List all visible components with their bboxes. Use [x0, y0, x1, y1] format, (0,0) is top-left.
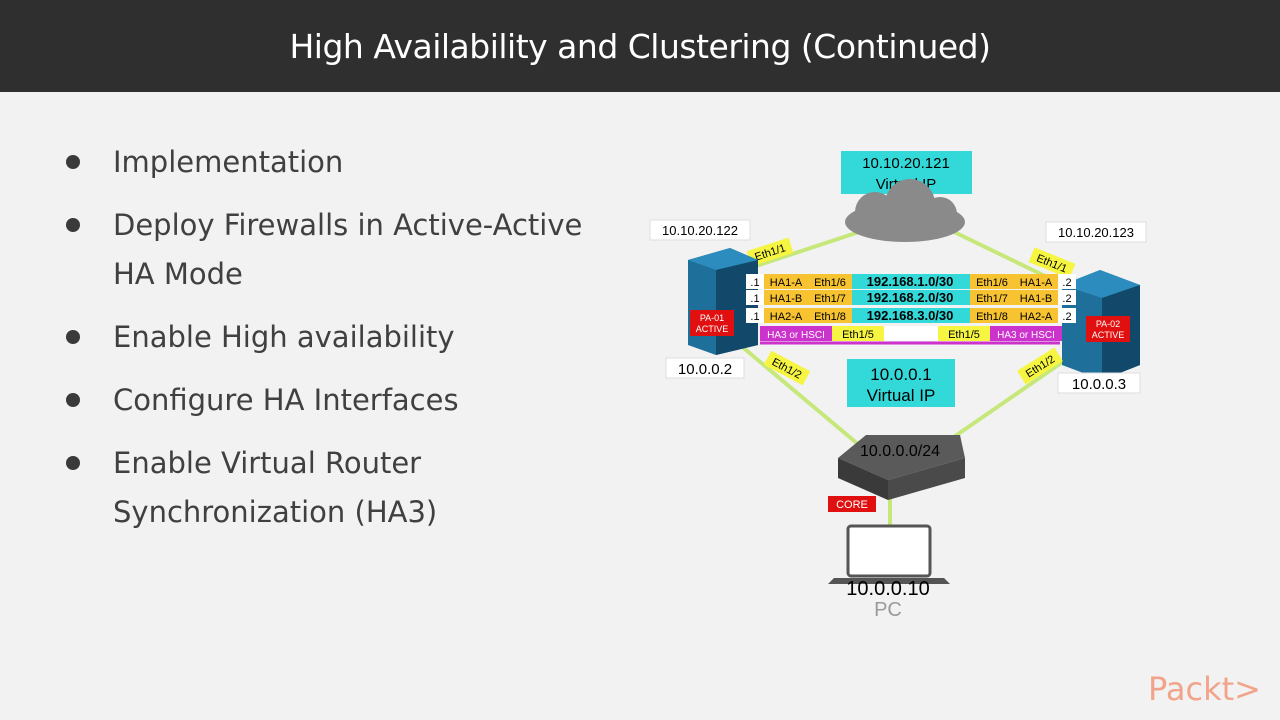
core-label: CORE — [836, 499, 868, 511]
fw1-inside-box — [665, 357, 745, 379]
ha-link-row: .1 HA2-A Eth1/8 192.168.3.0/30 Eth1/8 HA… — [746, 308, 1076, 323]
ha-left-eth: Eth1/7 — [814, 293, 846, 305]
ha-network-diagram: 10.10.20.121 Virtual IP 10.10.20.122 10.… — [649, 149, 1147, 621]
title-bar: High Availability and Clustering (Contin… — [0, 0, 1280, 92]
bullet-dot — [66, 218, 80, 232]
pc-ip: 10.0.0.10 — [846, 578, 929, 600]
ha-right-eth: Eth1/8 — [976, 311, 1008, 323]
inner-vip-label: Virtual IP — [867, 386, 936, 405]
ha-subnet: 192.168.1.0/30 — [867, 274, 954, 289]
bullet-text: Enable Virtual Router Synchronization (H… — [113, 446, 438, 529]
bullet-text: Deploy Firewalls in Active-Active HA Mod… — [113, 208, 583, 291]
fw2-mgmt-box — [1045, 221, 1147, 243]
ha-right-eth: Eth1/6 — [976, 277, 1008, 289]
ha3-link-row: HA3 or HSCI Eth1/5 Eth1/5 HA3 or HSCI — [760, 326, 1062, 345]
fw2-inside-ip: 10.0.0.3 — [1072, 376, 1126, 393]
fw1-state: ACTIVE — [696, 324, 729, 334]
switch-subnet: 10.0.0.0/24 — [860, 443, 940, 460]
ha3-right-eth: Eth1/5 — [948, 329, 980, 341]
core-badge — [828, 496, 876, 512]
top-vip-ip: 10.10.20.121 — [862, 155, 950, 172]
eth-down-right-tag — [1017, 347, 1063, 385]
fw1-mgmt-ip: 10.10.20.122 — [662, 223, 738, 238]
fw2-state: ACTIVE — [1092, 330, 1125, 340]
fw2-name: PA-02 — [1096, 319, 1120, 329]
ha-left-ip: .1 — [750, 311, 759, 323]
pc-label: PC — [874, 599, 902, 621]
fw2-mgmt-ip: 10.10.20.123 — [1058, 225, 1134, 240]
ha-left-label: HA2-A — [770, 311, 803, 323]
ha-subnet: 192.168.3.0/30 — [867, 308, 954, 323]
ha-right-ip: .2 — [1062, 277, 1071, 289]
bullet-text: Implementation — [113, 145, 344, 179]
fw1-inside-ip: 10.0.0.2 — [678, 361, 732, 378]
eth-up-right-tag — [1028, 247, 1076, 279]
bullet-text: Enable High availability — [113, 320, 455, 354]
bullet-dot — [66, 456, 80, 470]
fw2-inside-box — [1057, 372, 1141, 394]
bullet-dot — [66, 330, 80, 344]
link-fw1-cloud — [737, 228, 866, 274]
ha3-left-label: HA3 or HSCI — [767, 330, 825, 341]
inner-vip-ip: 10.0.0.1 — [870, 365, 931, 384]
fw1-badge — [690, 310, 734, 336]
ha-left-ip: .1 — [750, 277, 759, 289]
bullet-dot — [66, 155, 80, 169]
bullet-dot — [66, 393, 80, 407]
switch-icon — [838, 435, 965, 500]
eth-down-left-tag — [763, 350, 811, 386]
ha-right-label: HA1-A — [1020, 277, 1053, 289]
ha-left-eth: Eth1/6 — [814, 277, 846, 289]
bullet-list: Implementation Deploy Firewalls in Activ… — [62, 138, 622, 551]
ha3-left-eth: Eth1/5 — [842, 329, 874, 341]
ha-left-eth: Eth1/8 — [814, 311, 846, 323]
inner-vip-box — [845, 357, 957, 409]
packt-logo: Packt> — [1148, 670, 1261, 708]
bullet-item: Enable High availability — [62, 313, 622, 362]
ha-right-ip: .2 — [1062, 311, 1071, 323]
ha3-right-label: HA3 or HSCI — [997, 330, 1055, 341]
laptop-icon — [828, 524, 950, 584]
ha-left-ip: .1 — [750, 293, 759, 305]
firewall-pa02: PA-02 ACTIVE — [1062, 270, 1140, 380]
ha-right-ip: .2 — [1062, 293, 1071, 305]
fw1-mgmt-box — [649, 219, 751, 241]
ha-right-label: HA2-A — [1020, 311, 1053, 323]
eth-up-left-tag — [746, 237, 794, 267]
ha-link-row: .1 HA1-B Eth1/7 192.168.2.0/30 Eth1/7 HA… — [746, 290, 1076, 305]
ha-right-label: HA1-B — [1020, 293, 1052, 305]
ha-right-eth: Eth1/7 — [976, 293, 1008, 305]
cloud-icon — [845, 179, 965, 242]
ha-link-row: .1 HA1-A Eth1/6 192.168.1.0/30 Eth1/6 HA… — [746, 274, 1076, 289]
link-fw2-switch — [933, 348, 1082, 452]
link-fw1-switch — [738, 343, 867, 452]
bullet-item: Configure HA Interfaces — [62, 376, 622, 425]
ha-left-label: HA1-A — [770, 277, 803, 289]
fw2-badge — [1086, 316, 1130, 342]
bullet-item: Deploy Firewalls in Active-Active HA Mod… — [62, 201, 622, 299]
ha-subnet: 192.168.2.0/30 — [867, 290, 954, 305]
fw1-name: PA-01 — [700, 313, 724, 323]
slide-title: High Availability and Clustering (Contin… — [289, 26, 991, 66]
bullet-item: Enable Virtual Router Synchronization (H… — [62, 439, 622, 537]
bullet-text: Configure HA Interfaces — [113, 383, 459, 417]
bullet-item: Implementation — [62, 138, 622, 187]
ha-left-label: HA1-B — [770, 293, 802, 305]
